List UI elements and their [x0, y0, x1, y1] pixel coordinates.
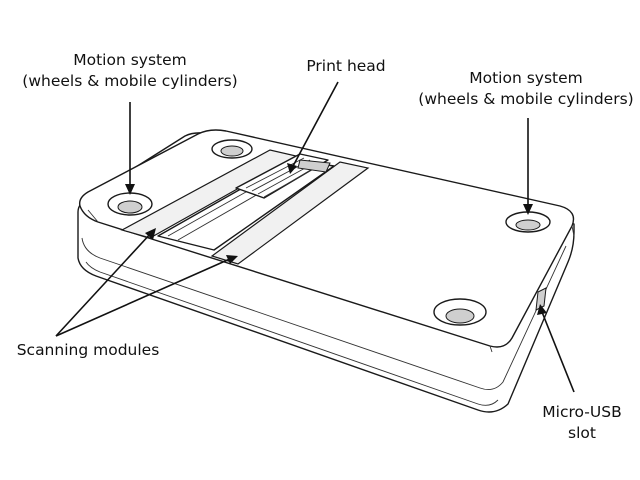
label-print-head-text: Print head [306, 57, 386, 75]
label-motion-system-right: Motion system (wheels & mobile cylinders… [414, 68, 638, 110]
arrow-scanning-1 [55, 228, 156, 337]
wheel-bottom-right [433, 298, 487, 326]
label-motion-left-line2: (wheels & mobile cylinders) [22, 72, 238, 90]
arrow-print-head [287, 81, 339, 174]
label-micro-usb-slot: Micro-USB slot [534, 402, 630, 444]
print-head-slot [297, 159, 331, 173]
arrow-motion-right [523, 118, 533, 215]
label-motion-right-line2: (wheels & mobile cylinders) [418, 90, 634, 108]
wheel-top-left [211, 139, 253, 159]
print-head-ribs [245, 157, 323, 198]
arrow-micro-usb [537, 304, 575, 393]
label-scanning-modules: Scanning modules [10, 340, 166, 361]
label-motion-right-line1: Motion system [469, 69, 583, 87]
label-motion-left-line1: Motion system [73, 51, 187, 69]
arrow-scanning-2 [55, 255, 238, 337]
top-bevel [87, 209, 575, 353]
label-print-head: Print head [298, 56, 394, 77]
arrow-motion-left [125, 102, 135, 195]
label-scanning-modules-text: Scanning modules [16, 341, 160, 359]
label-motion-system-left: Motion system (wheels & mobile cylinders… [18, 50, 242, 92]
micro-usb-port [535, 287, 547, 311]
wheel-right [505, 211, 551, 233]
bottom-rim-2 [85, 261, 499, 406]
bottom-rim [81, 237, 567, 390]
label-micro-usb-line1: Micro-USB [542, 403, 622, 421]
label-micro-usb-line2: slot [568, 424, 596, 442]
wheel-left [107, 192, 153, 216]
